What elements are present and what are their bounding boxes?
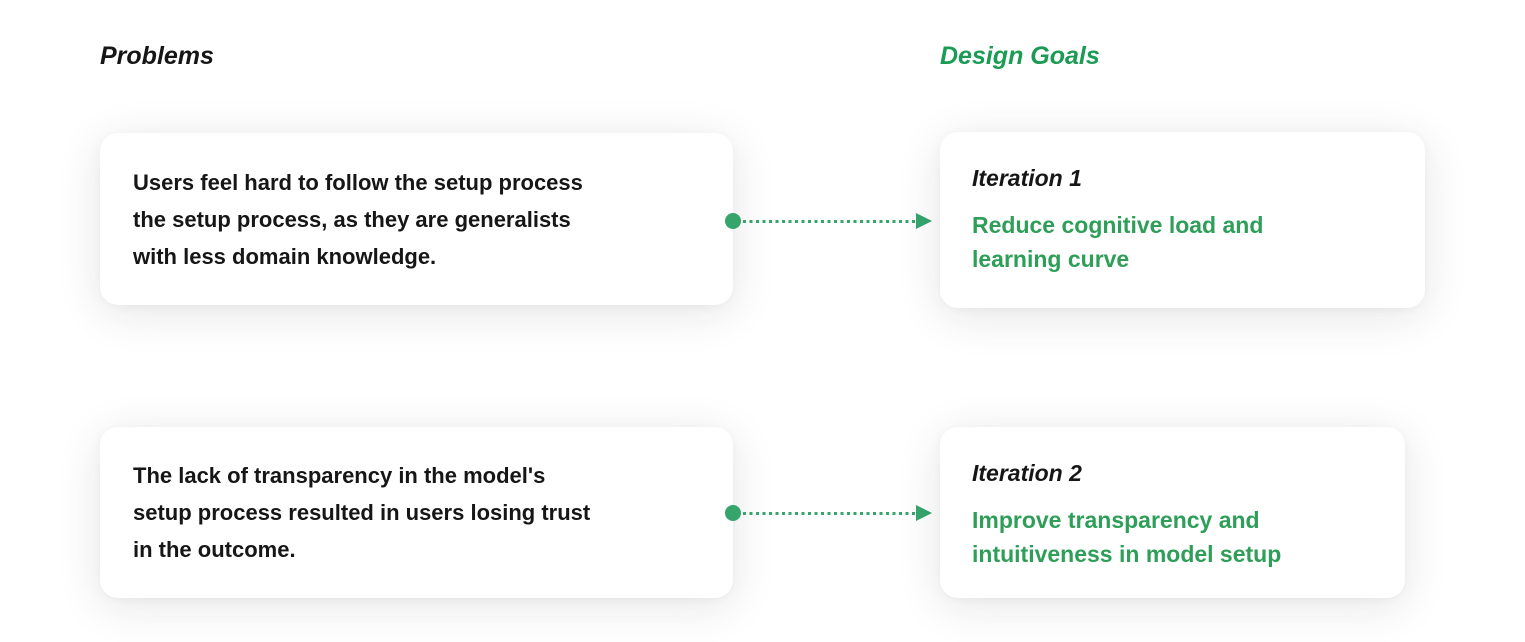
connector-dot-icon — [725, 505, 741, 521]
connector-dotted-line — [743, 511, 916, 515]
problem-text-2: The lack of transparency in the model's … — [133, 463, 591, 562]
problems-heading: Problems — [100, 42, 214, 70]
problem-card-1: Users feel hard to follow the setup proc… — [100, 133, 733, 305]
goal-text-2: Improve transparency and intuitiveness i… — [972, 507, 1282, 567]
iteration-2-label: Iteration 2 — [972, 460, 1082, 486]
connector-dot-icon — [725, 213, 741, 229]
goal-card-1: Iteration 1 Reduce cognitive load and le… — [940, 132, 1425, 308]
connector-arrowhead-icon — [916, 212, 932, 229]
problem-text-1: Users feel hard to follow the setup proc… — [133, 169, 583, 269]
design-goals-heading: Design Goals — [940, 42, 1100, 70]
iteration-1-label: Iteration 1 — [972, 165, 1082, 191]
connector-dotted-line — [743, 219, 916, 223]
goal-card-2: Iteration 2 Improve transparency and int… — [940, 427, 1405, 598]
problem-card-2: The lack of transparency in the model's … — [100, 427, 733, 598]
goal-text-1: Reduce cognitive load and learning curve — [972, 212, 1264, 272]
connector-arrowhead-icon — [916, 504, 932, 521]
